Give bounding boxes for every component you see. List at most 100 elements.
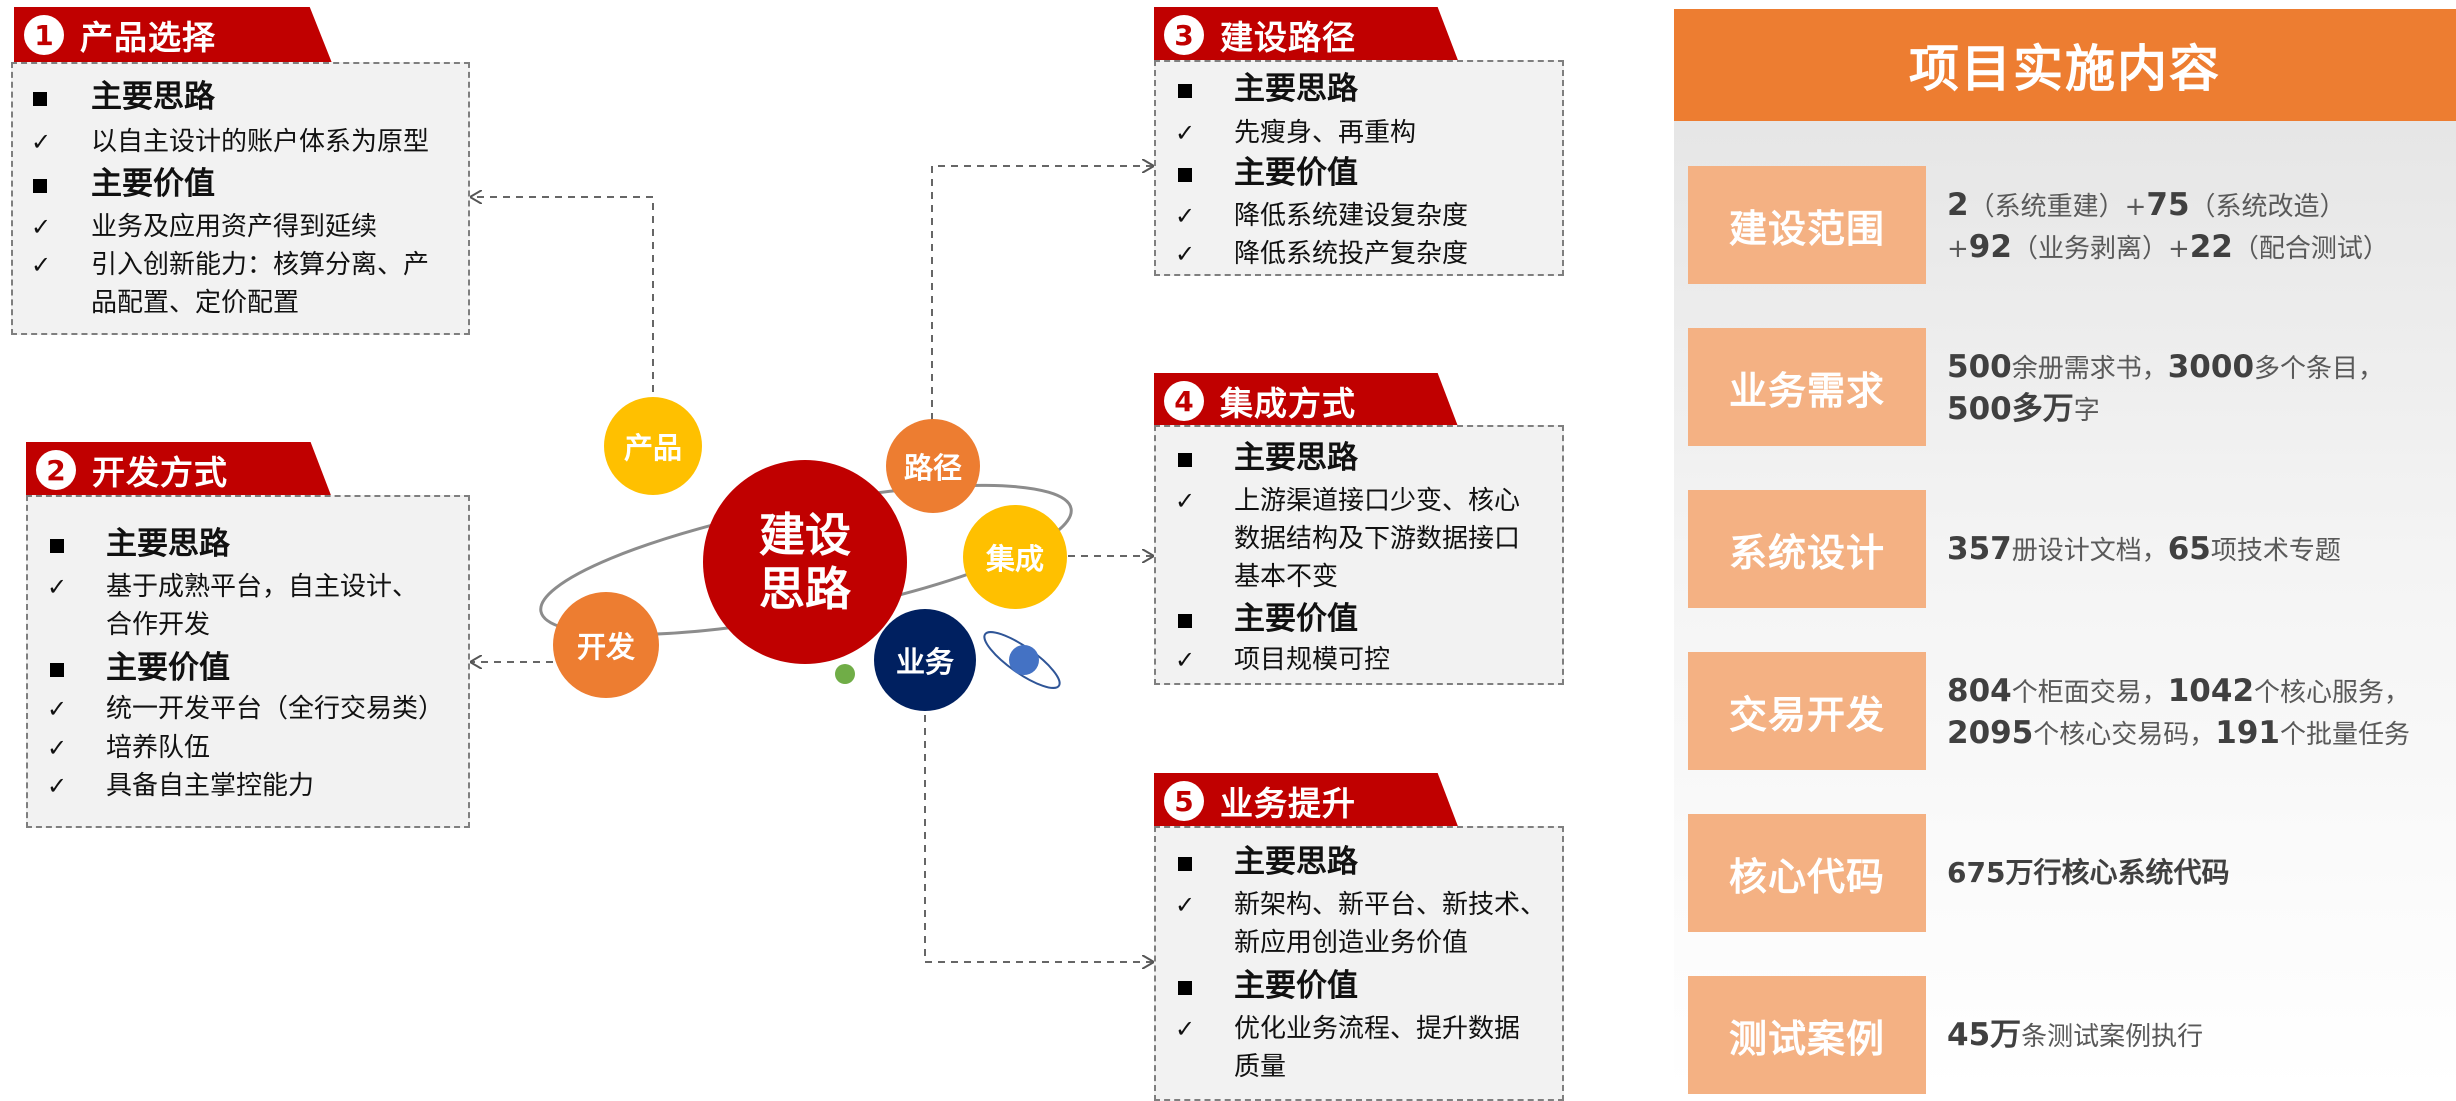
section-1-heading-2: 主要价值 — [91, 166, 215, 202]
metric-unit: 余册需求书， — [2011, 354, 2168, 384]
section-2-value: 统一开发平台（全行交易类） — [106, 694, 445, 724]
section-5-box — [1154, 826, 1564, 1101]
section-5-title: 业务提升 — [1220, 784, 1356, 823]
check-mark: ✓ — [31, 213, 52, 241]
section-3-tab: 3 建设路径 — [1154, 7, 1459, 63]
section-3-title: 建设路径 — [1220, 18, 1356, 57]
metric-number: 45万 — [1947, 1017, 2022, 1053]
metric-text-line: 2095个核心交易码，191个批量任务 — [1947, 713, 2410, 755]
square-bullet — [1178, 453, 1192, 467]
metric-number: 500多万 — [1947, 391, 2074, 427]
node-product: 产品 — [604, 397, 702, 495]
section-4-point-cont: 数据结构及下游数据接口 — [1234, 524, 1521, 554]
section-3-heading-1: 主要思路 — [1234, 71, 1358, 107]
metric-text-line: 804个柜面交易，1042个核心服务， — [1947, 671, 2410, 713]
check-mark: ✓ — [1175, 646, 1196, 674]
metric-unit: 个核心交易码， — [2033, 720, 2216, 750]
check-mark: ✓ — [47, 573, 68, 601]
metric-unit: 个核心服务， — [2254, 678, 2411, 708]
planet-blue — [1009, 645, 1039, 675]
section-2-number: 2 — [36, 450, 76, 490]
metric-text: 804个柜面交易，1042个核心服务，2095个核心交易码，191个批量任务 — [1947, 671, 2410, 755]
dot-green — [835, 664, 855, 684]
metric-text-line: 500余册需求书，3000多个条目， — [1947, 347, 2384, 389]
section-4-tab: 4 集成方式 — [1154, 373, 1459, 429]
node-integration: 集成 — [963, 505, 1067, 609]
node-integration-label: 集成 — [985, 542, 1044, 576]
metric-number: 22 — [2189, 229, 2233, 265]
metric-unit: 项技术专题 — [2210, 536, 2341, 566]
section-2-heading-1: 主要思路 — [106, 526, 230, 562]
metric-label: 测试案例 — [1688, 976, 1926, 1094]
connector-business — [924, 715, 1154, 962]
node-business: 业务 — [874, 609, 976, 711]
section-2-heading-2: 主要价值 — [106, 650, 230, 686]
metric-unit: 册设计文档， — [2011, 536, 2168, 566]
section-1-heading-1: 主要思路 — [91, 79, 215, 115]
metric-number: 500 — [1947, 349, 2012, 385]
metric-number: 191 — [2215, 715, 2281, 751]
section-4-point: 上游渠道接口少变、核心 — [1234, 486, 1521, 516]
metric-label: 系统设计 — [1688, 490, 1926, 608]
check-mark: ✓ — [1175, 1015, 1196, 1043]
check-mark: ✓ — [1175, 202, 1196, 230]
section-4-heading-2: 主要价值 — [1234, 601, 1358, 637]
metric-number: 2 — [1947, 187, 1969, 223]
check-mark: ✓ — [1175, 240, 1196, 268]
check-mark: ✓ — [47, 695, 68, 723]
square-bullet — [1178, 614, 1192, 628]
metric-unit: 个批量任务 — [2280, 720, 2411, 750]
metric-label: 建设范围 — [1688, 166, 1926, 284]
section-4-title: 集成方式 — [1220, 384, 1356, 423]
connector-product — [470, 197, 654, 405]
section-4-box — [1154, 425, 1564, 685]
section-5-value-cont: 质量 — [1234, 1052, 1287, 1082]
section-2-box — [26, 495, 470, 828]
metric-number: 92 — [1968, 229, 2012, 265]
metric-text: 500余册需求书，3000多个条目，500多万字 — [1947, 347, 2384, 431]
metric-text: 2（系统重建）+75（系统改造）+92（业务剥离）+22（配合测试） — [1947, 185, 2389, 269]
metric-unit: （业务剥离）+ — [2011, 234, 2190, 264]
metric-number: 2095 — [1947, 715, 2034, 751]
check-mark: ✓ — [1175, 891, 1196, 919]
section-1-number: 1 — [24, 15, 64, 55]
section-2-point: 基于成熟平台，自主设计、 — [106, 572, 419, 602]
connector-path — [931, 166, 1154, 420]
metric-number: 675万行核心系统代码 — [1947, 856, 2230, 889]
metric-text-line: 675万行核心系统代码 — [1947, 853, 2229, 894]
metric-number: 357 — [1947, 531, 2012, 567]
node-business-label: 业务 — [895, 645, 954, 679]
square-bullet — [1178, 981, 1192, 995]
section-3-heading-2: 主要价值 — [1234, 155, 1358, 191]
check-mark: ✓ — [47, 772, 68, 800]
square-bullet — [33, 179, 47, 193]
metric-text: 675万行核心系统代码 — [1947, 853, 2229, 894]
node-product-label: 产品 — [623, 431, 682, 465]
metric-text-line: 45万条测试案例执行 — [1947, 1015, 2203, 1057]
center-line1: 建设 — [759, 508, 851, 562]
section-5-point-cont: 新应用创造业务价值 — [1234, 928, 1469, 958]
section-1-tab: 1 产品选择 — [14, 7, 332, 63]
metric-number: 3000 — [2167, 349, 2255, 385]
square-bullet — [1178, 857, 1192, 871]
section-4-number: 4 — [1164, 381, 1204, 421]
metric-number: 75 — [2146, 187, 2190, 223]
section-5-tab: 5 业务提升 — [1154, 773, 1459, 829]
section-3-value: 降低系统投产复杂度 — [1234, 239, 1469, 269]
section-1-value: 引入创新能力：核算分离、产 — [91, 250, 430, 280]
metric-number: 65 — [2167, 531, 2211, 567]
node-develop-label: 开发 — [576, 630, 635, 664]
metric-unit: 字 — [2073, 396, 2100, 426]
metric-unit: 个柜面交易， — [2011, 678, 2168, 708]
metric-text: 357册设计文档，65项技术专题 — [1947, 529, 2341, 571]
section-3-point: 先瘦身、再重构 — [1234, 118, 1417, 148]
metric-number: 804 — [1947, 673, 2012, 709]
section-1-value: 业务及应用资产得到延续 — [91, 212, 378, 242]
section-5-heading-2: 主要价值 — [1234, 968, 1358, 1004]
square-bullet — [1178, 84, 1192, 98]
node-path-label: 路径 — [903, 451, 962, 485]
section-5-heading-1: 主要思路 — [1234, 844, 1358, 880]
section-5-point: 新架构、新平台、新技术、 — [1234, 890, 1547, 920]
section-1-title: 产品选择 — [80, 18, 216, 57]
metric-text-line: 2（系统重建）+75（系统改造） — [1947, 185, 2389, 227]
